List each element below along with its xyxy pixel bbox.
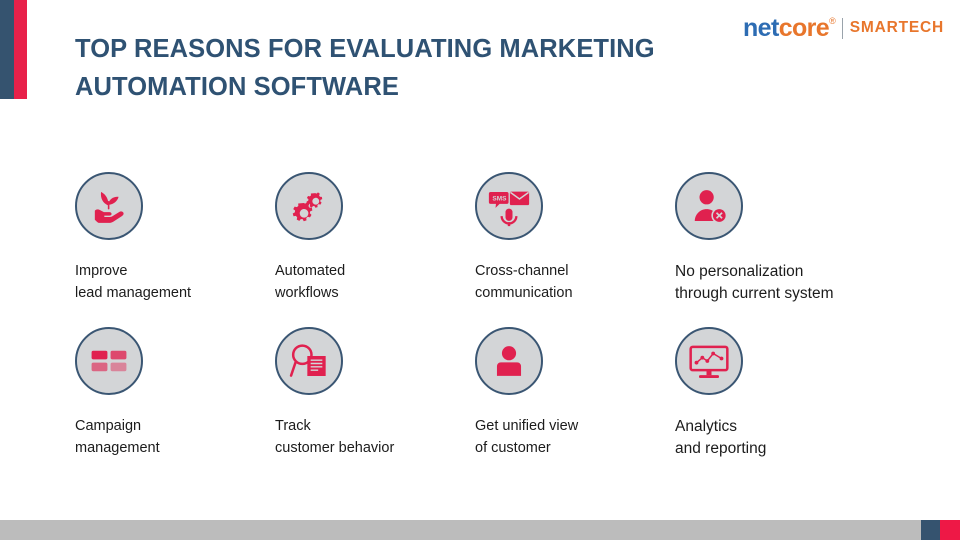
reason-card-campaign-management[interactable]: Campaign management bbox=[75, 327, 275, 456]
logo-core-text: core bbox=[778, 13, 830, 42]
reason-card-label: Improve lead management bbox=[75, 263, 192, 301]
sms-email-voice-icon: SMS bbox=[475, 172, 543, 240]
accent-bar-crimson bbox=[14, 0, 27, 99]
user-blocked-icon bbox=[675, 172, 743, 240]
reason-card-cross-channel-communication[interactable]: SMS Cross-channel communication bbox=[475, 172, 675, 327]
monitor-chart-icon bbox=[675, 327, 743, 395]
reason-card-improve-lead-management[interactable]: Improve lead management bbox=[75, 172, 275, 327]
reasons-grid: Improve lead management Automated workfl… bbox=[75, 172, 945, 457]
logo-smartech-text: SMARTECH bbox=[849, 19, 944, 36]
reason-card-unified-view[interactable]: Get unified view of customer bbox=[475, 327, 675, 456]
reasons-row-2: Campaign management Track customer behav… bbox=[75, 327, 945, 457]
magnifier-document-icon bbox=[275, 327, 343, 395]
user-icon bbox=[475, 327, 543, 395]
reason-card-track-customer-behavior[interactable]: Track customer behavior bbox=[275, 327, 475, 456]
gears-icon bbox=[275, 172, 343, 240]
page-title: TOP REASONS FOR EVALUATING MARKETING AUT… bbox=[75, 35, 655, 101]
footer-accent-navy bbox=[921, 520, 940, 540]
accent-bar bbox=[0, 0, 27, 99]
logo-divider bbox=[841, 17, 843, 39]
footer-accent-crimson bbox=[940, 520, 960, 540]
reason-card-analytics-reporting[interactable]: Analytics and reporting bbox=[675, 327, 920, 457]
registered-trademark-icon: ® bbox=[829, 16, 836, 26]
reason-card-label: Analytics and reporting bbox=[675, 418, 767, 457]
accent-bar-navy bbox=[0, 0, 14, 99]
reason-card-label: Cross-channel communication bbox=[475, 263, 573, 301]
reason-card-label: Track customer behavior bbox=[275, 418, 395, 456]
svg-text:SMS: SMS bbox=[492, 195, 507, 202]
reason-card-automated-workflows[interactable]: Automated workflows bbox=[275, 172, 475, 327]
reason-card-label: Campaign management bbox=[75, 418, 160, 456]
hand-plant-icon bbox=[75, 172, 143, 240]
logo-net-text: net bbox=[743, 13, 779, 42]
footer-bar bbox=[0, 520, 960, 540]
reason-card-label: Get unified view of customer bbox=[475, 418, 579, 456]
grid-blocks-icon bbox=[75, 327, 143, 395]
reasons-row-1: Improve lead management Automated workfl… bbox=[75, 172, 945, 327]
reason-card-label: Automated workflows bbox=[275, 263, 346, 301]
reason-card-no-personalization[interactable]: No personalization through current syste… bbox=[675, 172, 920, 327]
reason-card-label: No personalization through current syste… bbox=[675, 263, 834, 302]
